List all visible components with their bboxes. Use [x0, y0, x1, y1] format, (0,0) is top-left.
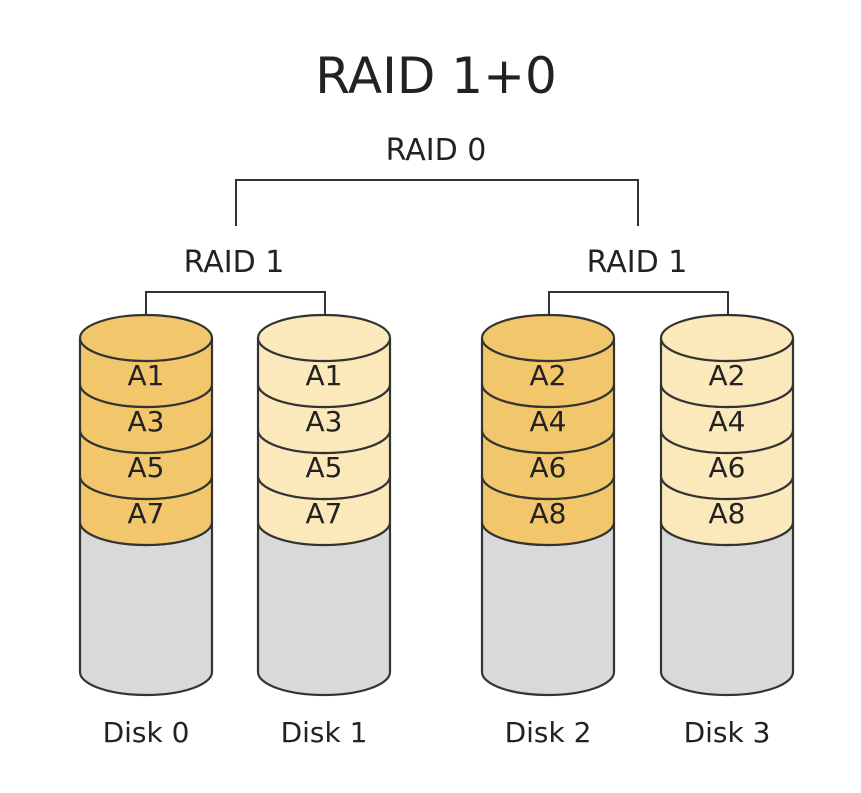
disk-3-top — [659, 313, 795, 363]
disk-2: A8 A6 A4 A2 — [480, 313, 616, 697]
disk-2-block-label-1: A4 — [530, 405, 567, 438]
disk-label-3: Disk 3 — [684, 716, 771, 749]
disk-0-top — [78, 313, 214, 363]
disk-0-free-space — [78, 521, 214, 697]
raid0-connector — [235, 179, 639, 226]
disk-label-2: Disk 2 — [505, 716, 592, 749]
disk-0-block-label-3: A7 — [128, 497, 165, 530]
disk-2-top — [480, 313, 616, 363]
disk-0: A7 A5 A3 A1 — [78, 313, 214, 697]
disk-2-block-label-3: A8 — [530, 497, 567, 530]
raid1-label-left: RAID 1 — [184, 245, 285, 280]
disk-1: A7 A5 A3 A1 — [256, 313, 392, 697]
disk-0-block-label-0: A1 — [128, 359, 165, 392]
disk-3-block-label-3: A8 — [709, 497, 746, 530]
raid0-label: RAID 0 — [386, 133, 487, 168]
raid1-label-right: RAID 1 — [587, 245, 688, 280]
disk-1-block-label-1: A3 — [306, 405, 343, 438]
disk-label-1: Disk 1 — [281, 716, 368, 749]
disk-label-0: Disk 0 — [103, 716, 190, 749]
disk-1-block-label-3: A7 — [306, 497, 343, 530]
disk-3-block-label-1: A4 — [709, 405, 746, 438]
disk-0-block-label-2: A5 — [128, 451, 165, 484]
disk-3-free-space — [659, 521, 795, 697]
disk-1-block-label-0: A1 — [306, 359, 343, 392]
disk-2-block-label-2: A6 — [530, 451, 567, 484]
disk-2-block-label-0: A2 — [530, 359, 567, 392]
disk-1-block-label-2: A5 — [306, 451, 343, 484]
disk-3-block-label-0: A2 — [709, 359, 746, 392]
disk-1-free-space — [256, 521, 392, 697]
disk-1-top — [256, 313, 392, 363]
disk-3-block-label-2: A6 — [709, 451, 746, 484]
disk-0-block-label-1: A3 — [128, 405, 165, 438]
diagram-title: RAID 1+0 — [315, 47, 557, 105]
disk-3: A8 A6 A4 A2 — [659, 313, 795, 697]
disk-2-free-space — [480, 521, 616, 697]
